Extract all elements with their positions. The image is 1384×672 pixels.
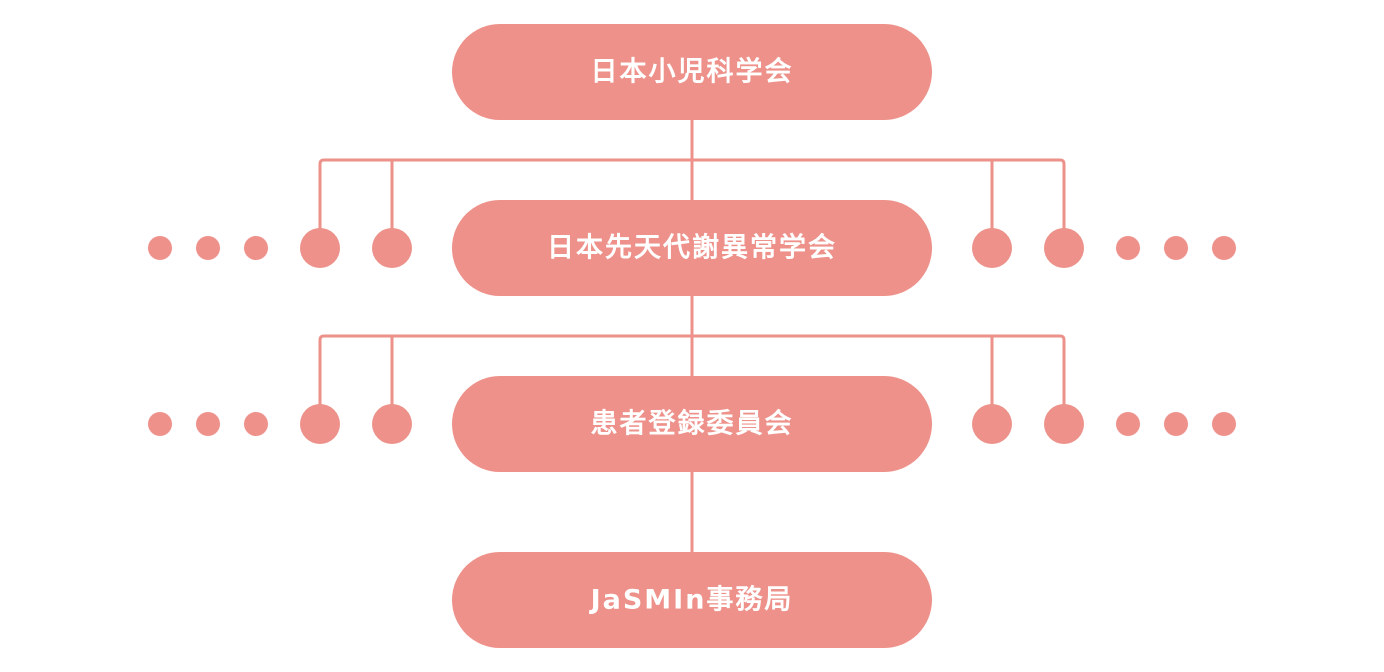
member-node-dot bbox=[300, 404, 340, 444]
member-dot bbox=[148, 236, 172, 260]
org-node-label: 日本先天代謝異常学会 bbox=[547, 232, 837, 264]
org-node-jps: 日本小児科学会 bbox=[452, 24, 932, 120]
member-node-dot bbox=[372, 228, 412, 268]
member-dot bbox=[244, 236, 268, 260]
org-node-label: 患者登録委員会 bbox=[591, 408, 794, 440]
org-node-label: JaSMIn事務局 bbox=[589, 585, 794, 616]
branch-bracket-committee bbox=[318, 334, 1066, 416]
member-dot bbox=[148, 412, 172, 436]
member-dot bbox=[1212, 412, 1236, 436]
member-dot bbox=[1164, 412, 1188, 436]
org-node-label: 日本小児科学会 bbox=[591, 56, 794, 88]
org-node-jsimd: 日本先天代謝異常学会 bbox=[452, 200, 932, 296]
member-node-dot bbox=[1044, 228, 1084, 268]
member-dot bbox=[1116, 412, 1140, 436]
member-node-dot bbox=[972, 404, 1012, 444]
org-node-registry: 患者登録委員会 bbox=[452, 376, 932, 472]
member-node-dot bbox=[300, 228, 340, 268]
member-dot bbox=[1164, 236, 1188, 260]
member-node-dot bbox=[972, 228, 1012, 268]
org-node-pill bbox=[452, 200, 932, 296]
member-dot bbox=[1116, 236, 1140, 260]
member-node-dot bbox=[1044, 404, 1084, 444]
member-branch-society bbox=[148, 158, 1236, 268]
member-node-dot bbox=[372, 404, 412, 444]
member-dot bbox=[244, 412, 268, 436]
member-dot bbox=[196, 412, 220, 436]
branch-bracket-society bbox=[318, 158, 1066, 240]
member-dot bbox=[1212, 236, 1236, 260]
member-branch-committee bbox=[148, 334, 1236, 444]
org-node-pill bbox=[452, 24, 932, 120]
member-dot bbox=[196, 236, 220, 260]
org-node-pill bbox=[452, 376, 932, 472]
org-node-pill bbox=[452, 552, 932, 648]
org-node-jasmin: JaSMIn事務局 bbox=[452, 552, 932, 648]
